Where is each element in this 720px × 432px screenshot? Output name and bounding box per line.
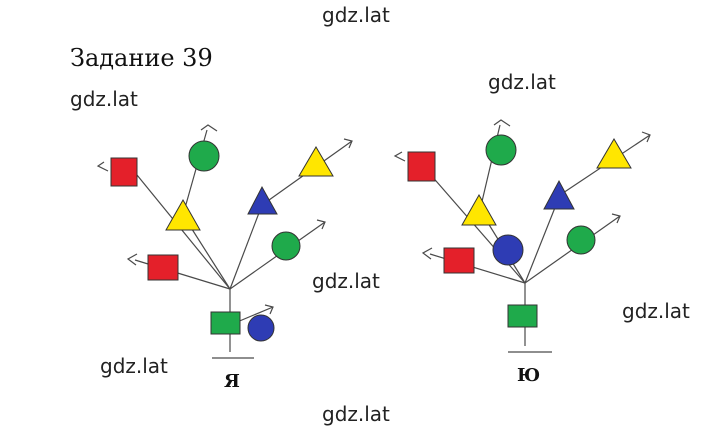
tree-label: Ю — [517, 365, 540, 386]
watermark: gdz.lat — [100, 354, 168, 378]
yellow-triangle — [165, 198, 201, 231]
tree-ya: Я — [96, 124, 353, 392]
green-square — [210, 311, 241, 335]
watermark: gdz.lat — [312, 269, 380, 293]
yellow-triangle — [298, 146, 334, 177]
blue-circle — [247, 314, 275, 342]
tree-label: Я — [224, 371, 240, 392]
green-square — [507, 304, 538, 328]
yellow-triangle — [596, 138, 632, 169]
watermark: gdz.lat — [622, 299, 690, 323]
task-title: Задание 39 — [70, 44, 213, 72]
green-circle — [485, 134, 517, 166]
watermark: gdz.lat — [322, 3, 390, 27]
watermark: gdz.lat — [488, 70, 556, 94]
blue-triangle — [543, 179, 575, 210]
red-square — [110, 157, 138, 187]
green-circle — [566, 225, 596, 255]
blue-circle — [492, 234, 524, 266]
red-square — [443, 247, 475, 274]
red-square — [407, 151, 436, 182]
watermark: gdz.lat — [70, 87, 138, 111]
blue-triangle — [247, 185, 278, 215]
green-circle — [271, 231, 301, 261]
red-square — [147, 254, 179, 281]
green-circle — [188, 140, 220, 172]
yellow-triangle — [461, 193, 497, 226]
watermark: gdz.lat — [322, 402, 390, 426]
tree-yu: Ю — [393, 119, 651, 386]
